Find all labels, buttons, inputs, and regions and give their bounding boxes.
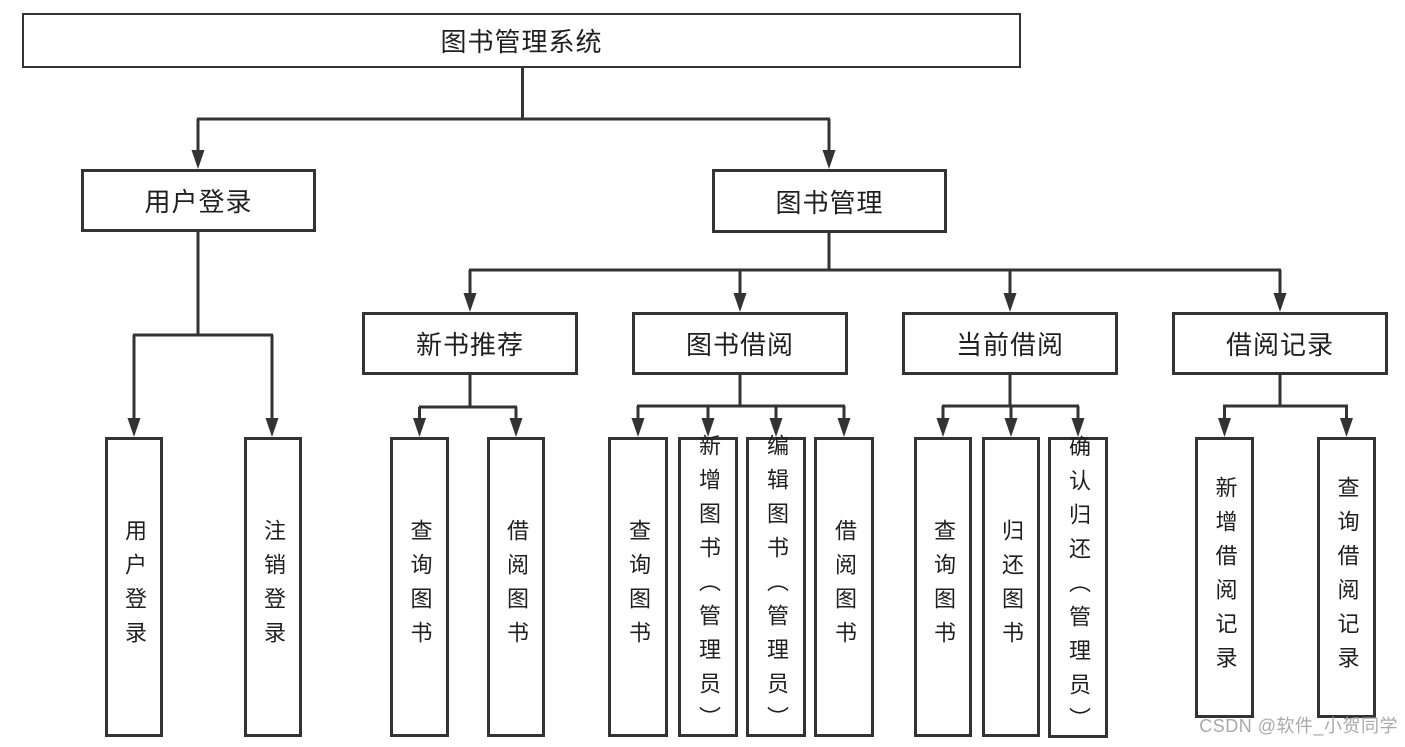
node-book-borrow-label: 图书借阅: [685, 330, 794, 360]
node-current-borrow-label: 当前借阅: [955, 330, 1064, 360]
node-user-login-label: 用户登录: [144, 187, 253, 217]
node-user-login: 用户登录: [81, 169, 316, 232]
leaf-edit-books-admin: 编辑图书（管理员）: [746, 434, 806, 740]
leaf-borrow-books: 借阅图书: [814, 437, 874, 737]
node-library-system: 图书管理系统: [22, 13, 1021, 68]
node-borrow-record-label: 借阅记录: [1225, 330, 1334, 360]
node-book-borrow: 图书借阅: [632, 312, 848, 375]
node-book-management: 图书管理: [712, 169, 947, 233]
node-new-book-recommend: 新书推荐: [362, 312, 578, 375]
leaf-borrow-books-recommend: 借阅图书: [487, 437, 545, 737]
leaf-return-books: 归还图书: [982, 437, 1040, 737]
node-book-management-label: 图书管理: [775, 187, 884, 218]
node-current-borrow: 当前借阅: [902, 312, 1118, 375]
leaf-add-borrow-record: 新增借阅记录: [1195, 437, 1254, 718]
node-borrow-record: 借阅记录: [1172, 312, 1388, 375]
node-library-system-label: 图书管理系统: [440, 27, 603, 57]
leaf-query-books-current: 查询图书: [914, 437, 972, 737]
leaf-query-borrow-record: 查询借阅记录: [1317, 437, 1376, 718]
leaf-confirm-return-admin: 确认归还（管理员）: [1048, 435, 1108, 741]
watermark: CSDN @软件_小贺同学: [1199, 716, 1398, 736]
leaf-user-login: 用户登录: [105, 437, 163, 737]
leaf-logout: 注销登录: [244, 437, 302, 737]
node-new-book-recommend-label: 新书推荐: [415, 330, 524, 360]
leaf-add-books-admin: 新增图书（管理员）: [678, 434, 738, 740]
leaf-query-books-borrow: 查询图书: [608, 437, 668, 737]
leaf-query-books-recommend: 查询图书: [390, 437, 449, 737]
